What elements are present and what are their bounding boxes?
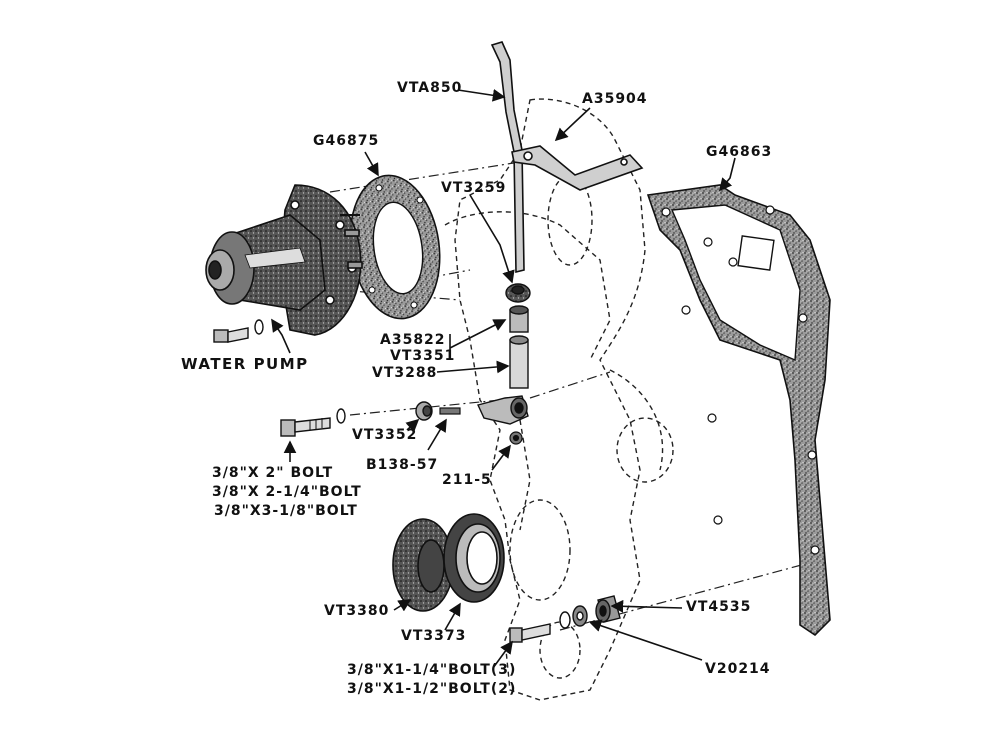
label-vt3259: VT3259 [441,180,507,196]
label-vt4535: VT4535 [686,599,752,615]
bracket-a35904 [511,145,644,191]
washer-v20214 [559,605,588,629]
plug-211-5 [509,431,523,445]
label-vt3380: VT3380 [324,603,390,619]
label-b138-57: B138-57 [366,457,439,473]
gasket-g46875 [349,174,441,320]
pump-bolt [213,319,264,343]
label-bolt-2: 3/8"X 2" BOLT [212,465,334,481]
seal-vt3380 [392,518,454,612]
label-bolt-3-1-8: 3/8"X3-1/8"BOLT [214,503,358,519]
tube-vt3288 [509,335,529,389]
seal-vt3373 [443,513,505,603]
label-vt3288: VT3288 [372,365,438,381]
bolt-left [280,408,346,437]
elbow-fitting [477,395,529,425]
label-g46863: G46863 [706,144,773,160]
label-vta850: VTA850 [397,80,463,96]
ring-vt3259 [505,283,531,303]
label-bolt-2-1-4: 3/8"X 2-1/4"BOLT [212,484,362,500]
label-v20214: V20214 [705,661,771,677]
sleeve-a35822 [509,305,529,333]
leader-lines [271,88,736,669]
label-g46875: G46875 [313,133,380,149]
label-vt3351: VT3351 [390,348,456,364]
bushing-vt4535 [595,595,621,623]
label-vt3352: VT3352 [352,427,418,443]
stud-b138-57 [439,407,461,415]
gasket-g46863-window [737,235,775,271]
plug-vt3352 [415,401,433,421]
label-211-5: 211-5 [442,472,492,488]
label-a35822: A35822 [380,332,446,348]
water-pump [205,184,363,336]
label-water-pump: WATER PUMP [181,355,309,373]
label-vt3373: VT3373 [401,628,467,644]
gasket-g46863-holes [661,205,820,555]
label-bolt-1-1-2: 3/8"X1-1/2"BOLT(2) [347,681,517,697]
bolt-bottom [509,623,551,643]
label-a35904: A35904 [582,91,648,107]
timing-cover-outline [444,98,674,701]
label-bolt-1-1-4: 3/8"X1-1/4"BOLT(3) [347,662,517,678]
